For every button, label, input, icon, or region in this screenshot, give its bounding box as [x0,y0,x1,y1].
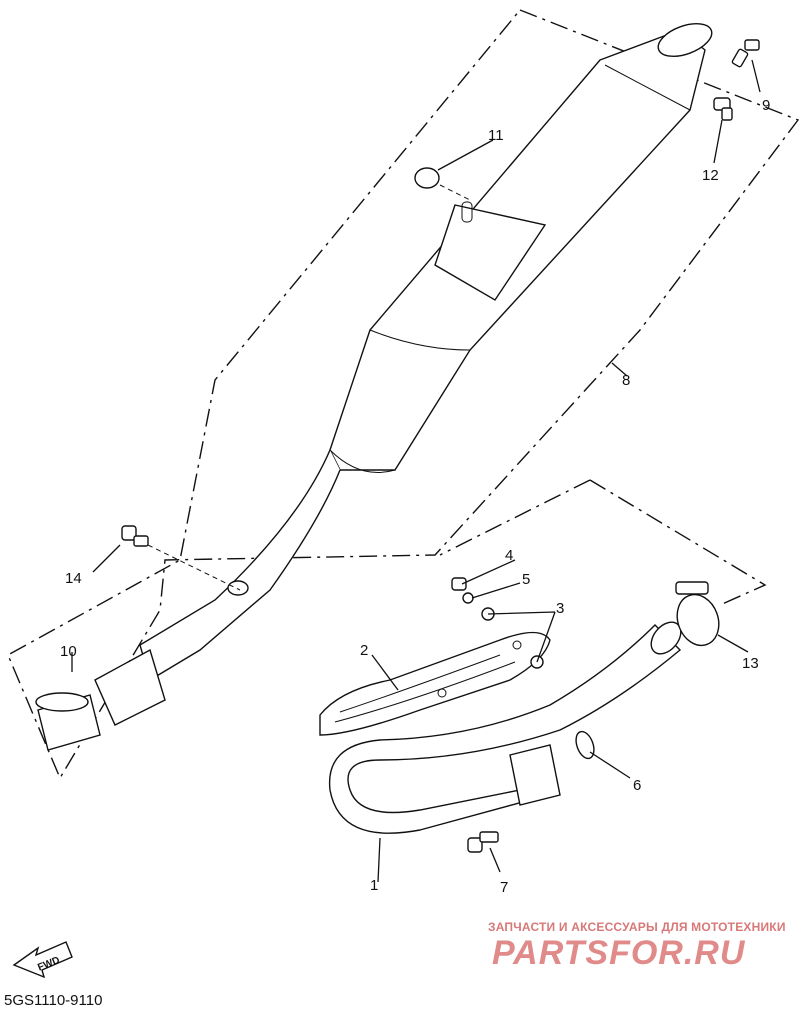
nut-11 [414,167,440,189]
muffler-body [94,23,713,726]
label-part-9: 9 [762,97,770,114]
label-part-4: 4 [505,547,513,564]
label-part-1: 1 [370,877,378,894]
label-part-8: 8 [622,372,630,389]
bolt-4 [451,577,467,591]
watermark-logo: PARTSFOR.RU [492,934,746,972]
heat-protector-2 [319,631,551,736]
label-part-14: 14 [65,570,82,587]
drawing-code: 5GS1110-9110 [4,992,103,1009]
label-part-6: 6 [633,777,641,794]
fwd-arrow-icon: FWD [12,941,73,979]
exhaust-header-pipe [328,621,682,834]
label-part-10: 10 [60,643,77,660]
bolt-14 [121,525,149,547]
label-part-11: 11 [488,127,504,144]
label-part-3: 3 [556,600,564,617]
muffler-assembly-boundary [7,9,800,780]
label-part-2: 2 [360,642,368,659]
gasket-6 [575,730,595,760]
label-part-12: 12 [702,167,719,184]
bolt-7 [467,831,499,853]
washer-5 [462,592,474,604]
bolt-12 [713,97,733,121]
gasket-10 [35,692,101,751]
header-assembly-boundary [439,479,767,606]
label-part-5: 5 [522,571,530,588]
clamp-13 [675,581,720,647]
bolt-9 [731,39,760,68]
label-part-7: 7 [500,879,508,896]
watermark-caption: ЗАПЧАСТИ И АКСЕССУАРЫ ДЛЯ МОТОТЕХНИКИ [488,920,786,934]
label-part-13: 13 [742,655,759,672]
